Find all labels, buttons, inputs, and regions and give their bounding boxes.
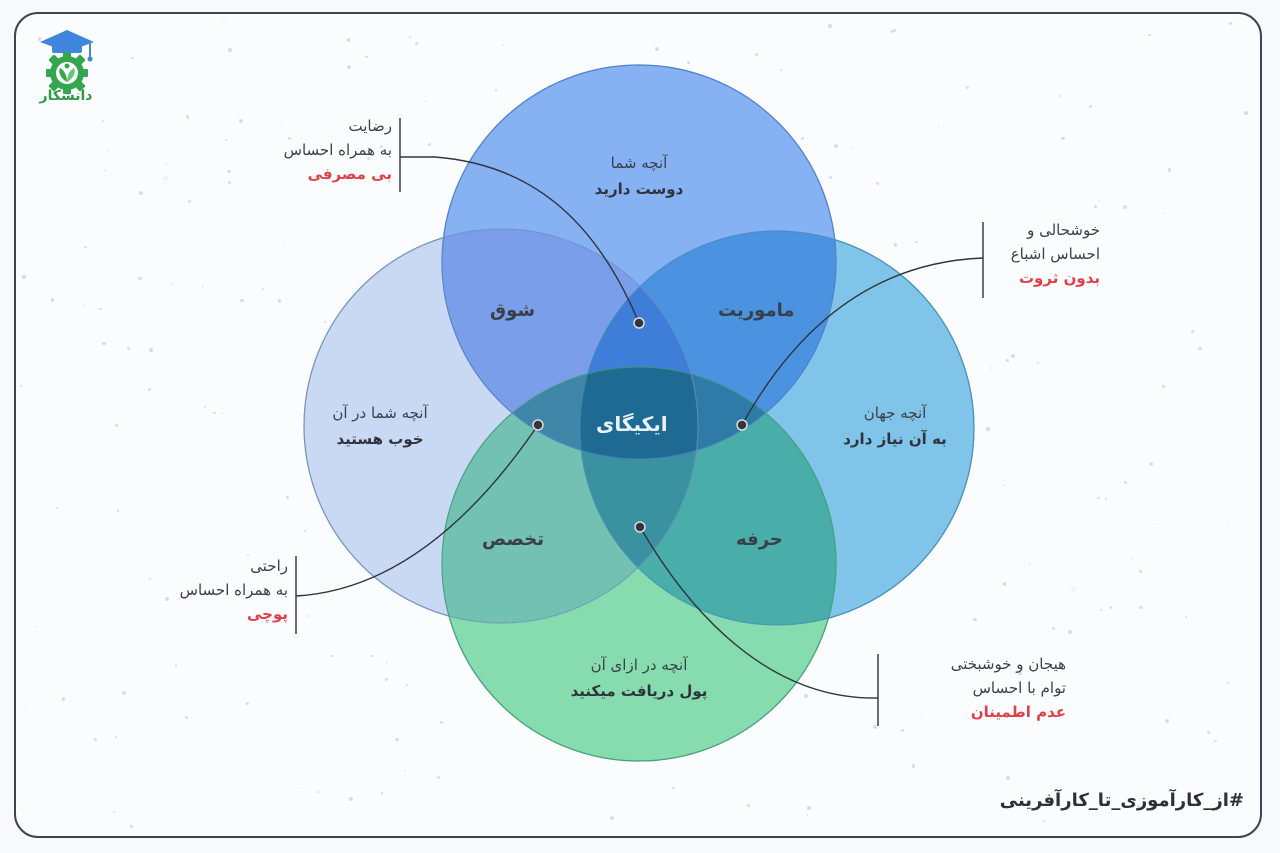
footer-hashtag: #از_کارآموزی_تا_کارآفرینی [999, 790, 1244, 811]
overlap-vocation [580, 367, 836, 625]
connector-top-left [400, 156, 640, 324]
overlap-profession [442, 367, 698, 623]
label-vocation: حرفه [736, 529, 783, 550]
note-top-left: رضایت به همراه احساس بی مصرفی [283, 117, 392, 183]
label-ikigai: ایکیگای [596, 412, 668, 436]
dot-right [736, 419, 748, 431]
dot-bottom [634, 521, 646, 533]
connector-bottom-left [295, 424, 539, 597]
label-profession: تخصص [482, 529, 545, 550]
dot-left [532, 419, 544, 431]
label-good-at: آنچه شما در آن خوب هستید [332, 404, 428, 448]
label-love: آنچه شما دوست دارید [594, 154, 684, 198]
note-bottom-right: هیجان و خوشبختی توام با احساس عدم اطمینا… [950, 655, 1066, 721]
note-top-right: خوشحالی و احساس اشباع بدون ثروت [1010, 221, 1100, 287]
connector-bottom-right [639, 526, 879, 699]
connector-top-right [741, 257, 984, 426]
brand-name: دانشکار [39, 88, 93, 104]
dot-top [633, 317, 645, 329]
label-world-needs: آنچه جهان به آن نیاز دارد [843, 404, 947, 448]
label-paid-for: آنچه در ازای آن پول دریافت میکنید [570, 656, 708, 700]
label-passion: شوق [490, 300, 536, 321]
note-bottom-left: راحتی به همراه احساس پوچی [179, 557, 288, 623]
brand-logo-icon [40, 30, 94, 94]
label-mission: ماموریت [718, 300, 795, 321]
